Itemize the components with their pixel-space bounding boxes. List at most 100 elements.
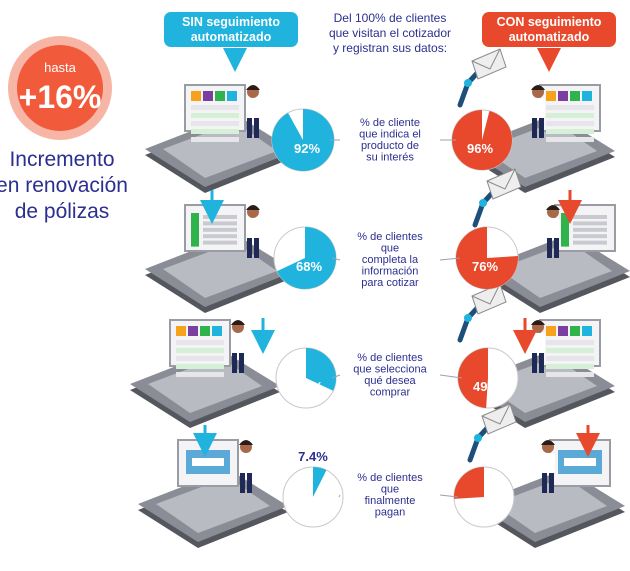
screen-form-line [203,227,237,232]
sin-label-line: SIN seguimiento [182,15,280,29]
person-hair [246,205,260,210]
screen-input [192,458,224,466]
screen-table-header [558,91,568,101]
sin-label-line: automatizado [191,30,272,44]
screen-table-row [176,356,224,361]
sin-pie-value-label: 32% [297,379,323,394]
stage-label-line: % de cliente [360,117,420,129]
person-leg [549,473,554,493]
robot-envelope-flap [471,283,501,305]
robot-envelope [471,48,507,80]
stage-label-line: qué desea [364,375,416,387]
scenes-layer [130,48,630,548]
caption-line: Incremento [9,148,114,171]
screen-table-header [215,91,225,101]
screen-table-row [546,364,594,369]
intro-line: y registran sus datos: [333,41,447,55]
screen-checkbox [561,232,569,241]
stage-label-line: producto de [361,140,419,152]
person-leg [532,353,537,373]
screen-table-row [191,113,239,118]
screen-table-row [546,340,594,345]
screen-table-row [191,121,239,126]
intro-line: que visitan el cotizador [329,26,451,40]
person-leg [247,118,252,138]
screen-table-row [191,129,239,134]
screen-form-line [203,215,237,219]
screen-table-header [558,326,568,336]
robot-envelope [486,168,522,200]
robot-joint [474,434,482,442]
stage-label-line: su interés [366,151,414,163]
screen-form-line [203,240,237,245]
stage-label-line: para cotizar [361,277,419,289]
con-label-line: CON seguimiento [497,15,602,29]
stage-label-line: finalmente [365,495,416,507]
intro-text: Del 100% de clientes que visitan el coti… [329,11,451,55]
con-pie-value-label: 49% [473,379,499,394]
screen-form-line [573,221,607,226]
person-torso [531,333,545,353]
leader-line-sin [338,494,341,498]
person-torso [239,453,253,473]
person-leg [232,353,237,373]
con-pie-stage-2: 76% [455,226,519,290]
person-torso [246,218,260,238]
leader-line-sin [331,374,341,379]
screen-table-row [191,137,239,142]
con-pie-stage-1: 96% [451,109,513,171]
screen-table-header [191,91,201,101]
sin-stage-illustration [145,204,295,313]
person-leg [247,473,252,493]
tablet-screen [483,122,597,178]
person-leg [254,238,259,258]
stage-label-line: información [362,266,419,278]
screen-table-header [570,326,580,336]
person-leg [254,118,259,138]
sin-pie-slice [276,227,336,289]
leader-line-con [439,257,461,261]
tablet-screen [493,477,607,533]
screen-table-header [582,91,592,101]
screen-table-row [176,364,224,369]
con-pie-slice [457,348,488,408]
person-leg [240,473,245,493]
screen-table-row [176,372,224,377]
person-leg [532,118,537,138]
screen-table-row [176,348,224,353]
screen-table-row [546,121,594,126]
screen-form-line [203,234,237,239]
con-pie-slice [452,110,512,171]
person-leg [542,473,547,493]
person-torso [541,453,555,473]
person-hair [531,85,545,90]
sin-pie-stage-1: 92% [271,108,335,172]
con-stage-illustration [467,403,625,548]
sin-pie-slice [272,109,334,171]
stage-label-line: % de clientes [357,352,423,364]
con-pie-value-label: 76% [472,259,498,274]
person-leg [239,353,244,373]
screen-checkbox [191,238,199,247]
screen-table-header [582,326,592,336]
person-torso [246,98,260,118]
sin-pie-stage-4: 7.4% [282,449,344,528]
screen-table-row [546,129,594,134]
person-hair [546,205,560,210]
robot-envelope-flap [486,168,516,190]
robot-envelope-flap [471,48,501,70]
con-column-header: CON seguimiento automatizado [482,12,616,72]
pies-layer: 92%68%32%7.4%96%76%49%26% [271,108,519,528]
caption-line: en renovación [0,174,128,197]
badge-prefix: hasta [44,60,77,75]
screen-checkbox [191,219,199,228]
person-leg [539,353,544,373]
headline-caption: Incremento en renovación de pólizas [0,148,128,223]
con-pie-value-label: 96% [467,141,493,156]
screen-checkbox [191,232,199,241]
screen-table-header [546,91,556,101]
